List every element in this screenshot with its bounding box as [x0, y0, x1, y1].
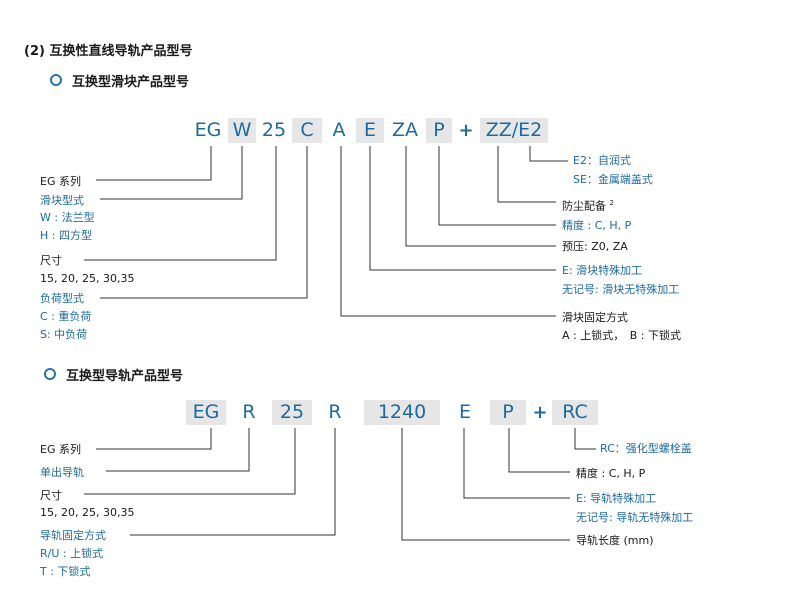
label-no-mark: 无记号: 滑块无特殊加工 — [562, 283, 680, 296]
code-rail-special: E — [458, 401, 471, 423]
label-dust: 防尘配备 2 — [562, 199, 614, 213]
label-block-type-h: H : 四方型 — [40, 229, 92, 242]
label-preload: 预压: Z0, ZA — [562, 240, 628, 253]
bullet-icon — [50, 74, 62, 86]
leader-preload — [405, 146, 556, 247]
leader-rail-mounting — [130, 428, 336, 536]
code-rail-single: R — [242, 401, 256, 423]
dust-footnote: 2 — [609, 199, 614, 207]
rail-model-title: 互换型导轨产品型号 — [66, 369, 184, 384]
leader-single-rail — [106, 428, 250, 472]
label-rail-no-mark: 无记号: 导轨无特殊加工 — [576, 511, 694, 524]
label-rc: RC：强化型螺栓盖 — [600, 442, 692, 455]
code-block-type: W — [228, 118, 256, 143]
label-se: SE：金属端盖式 — [573, 173, 653, 186]
leader-rail-series — [96, 428, 212, 450]
label-load-c: C : 重负荷 — [40, 310, 92, 323]
code-rail-length: 1240 — [364, 400, 440, 425]
leader-block-type — [100, 146, 243, 200]
code-size: 25 — [261, 119, 287, 141]
leader-size — [84, 146, 277, 261]
label-block-type: 滑块型式 — [40, 194, 84, 207]
bullet-icon — [44, 368, 56, 380]
code-dust: ZZ/E2 — [480, 118, 548, 143]
label-accuracy: 精度 : C, H, P — [562, 219, 632, 232]
label-rail-size: 尺寸 — [40, 489, 62, 502]
code-rail-size: 25 — [272, 400, 312, 425]
leader-e2 — [529, 146, 568, 162]
label-mount-ru: R/U : 上锁式 — [40, 547, 104, 560]
code-load-type: C — [292, 118, 322, 143]
label-mounting-values: A : 上锁式， B : 下锁式 — [562, 329, 681, 342]
label-single-rail: 单出导轨 — [40, 466, 84, 479]
code-rail-series: EG — [186, 400, 226, 425]
leader-rail-special — [463, 428, 570, 499]
plus-sign: + — [532, 402, 548, 423]
block-model-title: 互换型滑块产品型号 — [72, 75, 190, 90]
leader-rc — [574, 428, 596, 450]
code-rail-accuracy: P — [490, 400, 526, 425]
code-series: EG — [194, 119, 222, 141]
leader-dust — [497, 146, 556, 203]
leader-accuracy — [438, 146, 556, 226]
label-rail-accuracy: 精度 : C, H, P — [576, 467, 646, 480]
label-e2: E2：自润式 — [573, 154, 631, 167]
label-block-type-w: W : 法兰型 — [40, 211, 95, 224]
label-rail-mounting: 导轨固定方式 — [40, 529, 106, 542]
leader-rail-size — [84, 428, 296, 495]
label-rail-size-values: 15, 20, 25, 30,35 — [40, 506, 135, 519]
section-heading: (2) 互换性直线导轨产品型号 — [24, 44, 193, 59]
code-accuracy: P — [426, 118, 452, 143]
leader-rail-accuracy — [508, 428, 570, 473]
label-special: E: 滑块特殊加工 — [562, 264, 643, 277]
label-rail-special: E: 导轨特殊加工 — [576, 492, 657, 505]
label-rail-length: 导轨长度 (mm) — [576, 534, 654, 547]
leader-special — [369, 146, 556, 271]
leader-mounting — [340, 146, 556, 317]
label-load-type: 负荷型式 — [40, 292, 84, 305]
leader-rail-length — [401, 428, 570, 541]
code-mounting: A — [332, 119, 346, 141]
label-size-values: 15, 20, 25, 30,35 — [40, 272, 135, 285]
label-size: 尺寸 — [40, 254, 62, 267]
leader-load-type — [100, 146, 308, 299]
code-rail-cap: RC — [552, 400, 598, 425]
code-special: E — [356, 118, 384, 143]
plus-sign: + — [458, 120, 474, 141]
code-preload: ZA — [391, 119, 418, 141]
label-rail-series: EG 系列 — [40, 443, 81, 456]
label-load-s: S: 中负荷 — [40, 328, 88, 341]
leader-series — [96, 146, 212, 181]
label-mount-t: T : 下锁式 — [40, 565, 91, 578]
label-mounting: 滑块固定方式 — [562, 311, 628, 324]
label-series: EG 系列 — [40, 175, 81, 188]
code-rail-mounting: R — [328, 401, 342, 423]
